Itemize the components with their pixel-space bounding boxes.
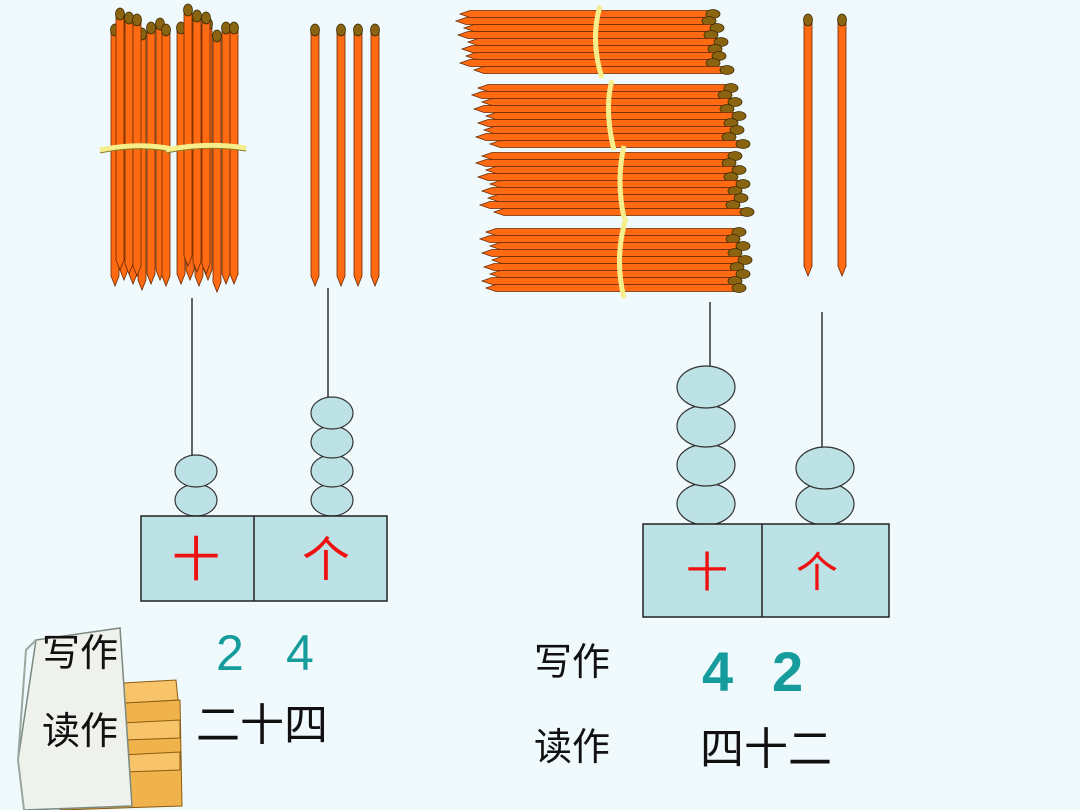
ones-place-label: 个 [302,532,351,588]
number-reading: 四十二 [700,724,832,775]
place-value-box [642,523,890,618]
stick-bundle-5 [475,145,755,219]
tens-rod-beads [676,365,736,526]
write-label: 写作 [534,640,611,684]
abacus-bead [310,396,354,430]
abacus-bead [795,446,855,490]
tens-digit: 2 [216,625,244,681]
abacus-bead [676,404,736,448]
single-sticks-right [803,13,847,277]
place-value-box [140,515,388,602]
right-abacus [642,302,890,618]
number-reading: 二十四 [196,700,328,751]
ones-rod-beads [795,446,855,526]
ones-digit: 2 [772,640,804,703]
read-label: 读作 [42,709,119,753]
abacus-bead [310,454,354,488]
abacus-bead [174,454,218,488]
right-bundles [455,5,847,299]
tens-digit: 4 [702,640,734,703]
abacus-bead [310,425,354,459]
book-stack-icon [16,627,183,810]
tens-place-label: 十 [686,548,729,597]
abacus-bead [676,443,736,487]
write-label: 写作 [42,631,119,675]
stick-bundle-4 [471,79,751,151]
ones-digit: 4 [286,625,314,681]
tens-place-label: 十 [172,532,221,588]
stick-bundle-6 [479,217,753,299]
ones-rod-beads [310,396,354,517]
abacus-bead [310,483,354,517]
left-bundles [99,3,380,293]
read-label: 读作 [534,725,611,769]
abacus-bead [174,483,218,517]
single-sticks-left [310,23,380,287]
ones-place-label: 个 [796,548,839,597]
abacus-bead [676,365,736,409]
left-abacus [140,288,388,602]
abacus-bead [676,482,736,526]
tens-rod-beads [174,454,218,517]
stick-bundle-1 [99,7,173,291]
stick-bundle-2 [165,3,247,293]
stick-bundle-3 [455,5,735,79]
